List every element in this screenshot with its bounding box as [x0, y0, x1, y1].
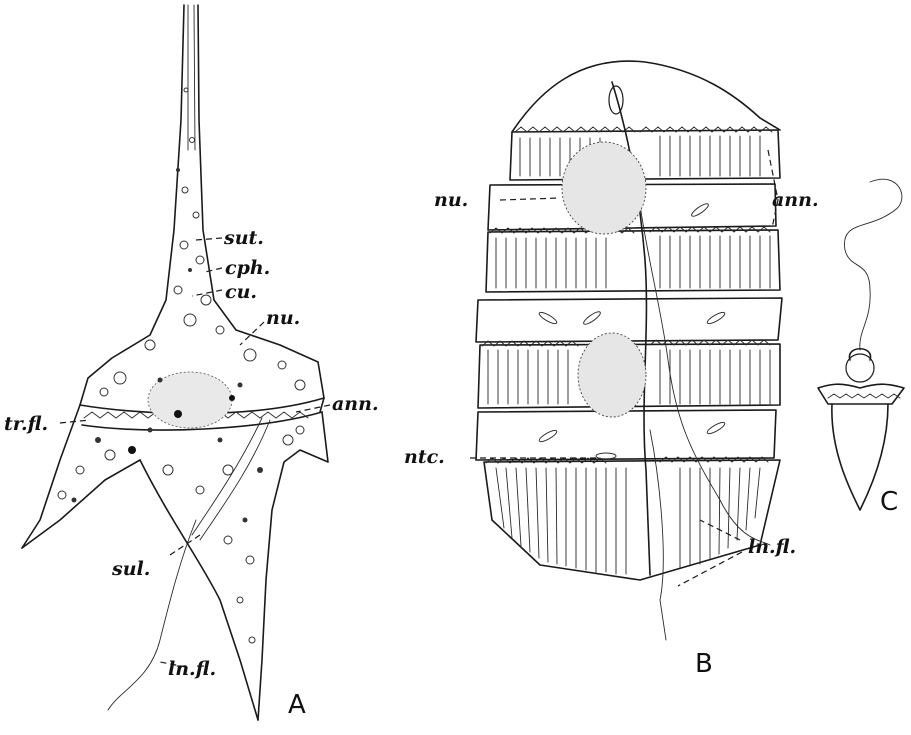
- label-a-cu: cu.: [225, 281, 257, 303]
- label-a-cph: cph.: [225, 257, 270, 279]
- figure-b-nucleus-lower: [578, 333, 646, 417]
- figure-b-nucleus-upper: [562, 142, 646, 234]
- figure-c-cell: [818, 179, 904, 510]
- panel-label-c: C: [880, 487, 898, 517]
- label-b-nu: nu.: [434, 189, 468, 211]
- figure-a-cell: [22, 5, 330, 720]
- label-a-nu: nu.: [266, 307, 300, 329]
- label-a-lnfl: ln.fl.: [168, 658, 216, 680]
- label-b-ann: ann.: [772, 189, 819, 211]
- label-a-ann: ann.: [332, 393, 379, 415]
- panel-label-a: A: [288, 690, 306, 720]
- label-b-ntc: ntc.: [404, 446, 445, 468]
- label-a-sul: sul.: [111, 558, 150, 580]
- panel-label-b: B: [695, 649, 713, 679]
- label-a-trfl: tr.fl.: [4, 413, 48, 435]
- figure-b-cell: [470, 61, 782, 640]
- label-b-lnfl: ln.fl.: [748, 536, 796, 558]
- label-a-sut: sut.: [223, 227, 264, 249]
